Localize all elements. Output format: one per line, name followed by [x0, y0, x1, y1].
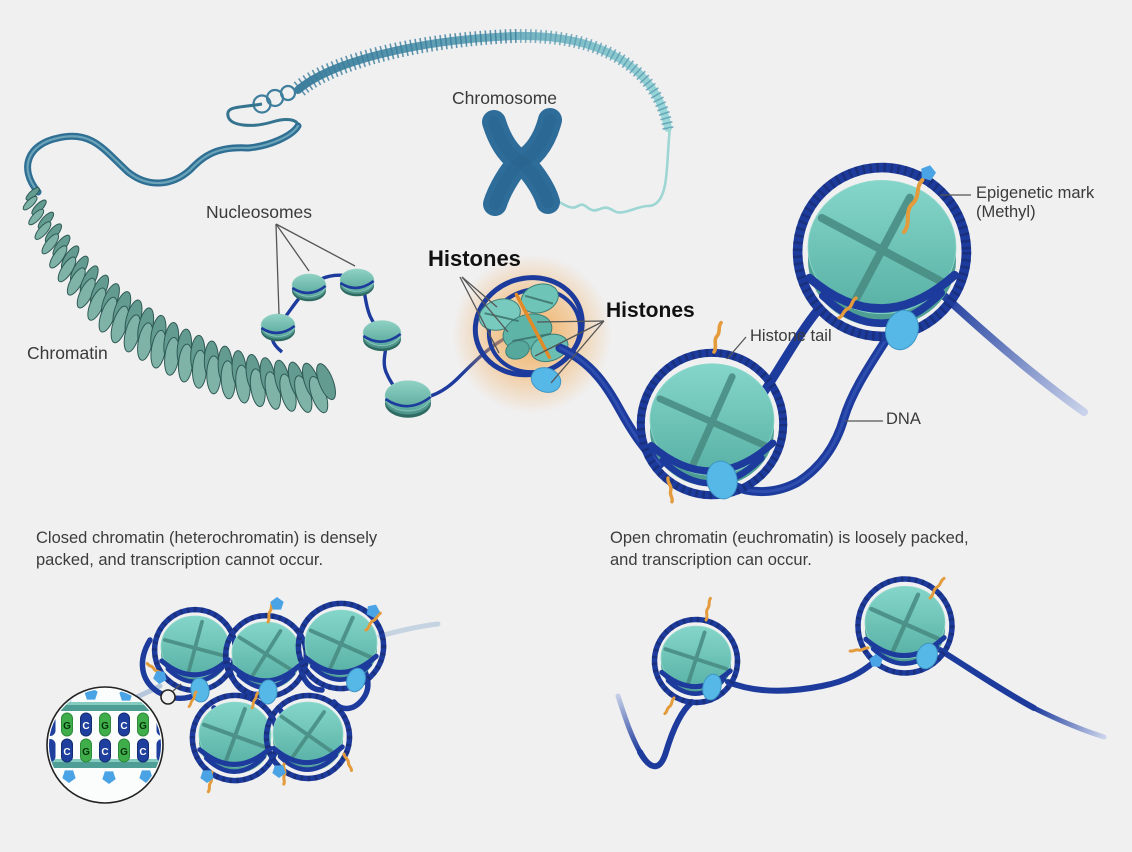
beads-on-string — [260, 268, 539, 418]
label-chromosome: Chromosome — [452, 88, 558, 108]
base-letter: G — [101, 721, 109, 732]
main-nucleosomes — [636, 162, 972, 500]
base-G — [137, 712, 149, 737]
nucleosome-bead — [384, 380, 432, 418]
base-letter: C — [63, 747, 70, 758]
dna-backbone-top — [49, 702, 161, 711]
chromatin-disc — [22, 195, 38, 211]
nucleosome-bead — [291, 273, 327, 302]
histone-tail — [364, 611, 382, 632]
histone-tail — [342, 752, 353, 772]
base-letter: G — [63, 721, 71, 732]
histone-tail — [704, 596, 712, 622]
fading-dna-tail — [938, 290, 1088, 416]
linker-protein-blob — [885, 309, 919, 351]
histone-tails — [145, 177, 946, 794]
open-chromatin-pair — [615, 576, 1107, 770]
nucleosome-bead — [260, 313, 296, 342]
histone-tail — [187, 690, 198, 708]
linker-protein-blob — [916, 642, 938, 670]
dna-hairpin-loop — [226, 102, 300, 127]
main-dna-rope — [555, 290, 1088, 497]
label-histone-tail: Histone tail — [750, 327, 832, 345]
caption-open-chromatin: Open chromatin (euchromatin) is loosely … — [610, 529, 969, 569]
nucleosome-bead — [362, 320, 402, 352]
base-letter: C — [82, 721, 89, 732]
histone-tail — [282, 762, 287, 786]
base-G — [99, 712, 111, 737]
label-dna: DNA — [886, 410, 921, 428]
chromatin-disc — [316, 363, 336, 401]
histone-tail — [666, 476, 674, 504]
linker-protein-blob — [530, 367, 562, 393]
nucleosome — [636, 348, 788, 500]
base-G — [80, 738, 92, 763]
label-chromatin: Chromatin — [27, 343, 108, 363]
histone-complex — [452, 254, 612, 414]
nucleosome — [651, 616, 741, 706]
base-letter: G — [82, 747, 90, 758]
histone-tail — [663, 696, 676, 716]
nucleosome — [792, 162, 972, 351]
methyl-mark-icon — [270, 597, 284, 610]
pointer-lines — [172, 194, 971, 692]
unwound-dna-strand — [555, 127, 672, 214]
linker-protein-blob — [702, 673, 722, 701]
label-epigenetic-mark-line2: (Methyl) — [976, 203, 1036, 221]
nucleosome — [295, 600, 387, 693]
histone-core-axis — [514, 292, 552, 360]
base-G — [118, 738, 130, 763]
base-C — [80, 712, 92, 737]
label-nucleosomes: Nucleosomes — [206, 202, 313, 222]
nucleosome — [855, 576, 955, 676]
dna-backbone-bottom — [49, 759, 161, 768]
nucleosome — [263, 692, 353, 782]
linker-protein-blob — [706, 460, 738, 500]
label-histones-left: Histones — [428, 246, 521, 271]
nucleosome — [222, 612, 310, 705]
caption-closed-chromatin: Closed chromatin (heterochromatin) is de… — [36, 529, 378, 569]
base-C — [137, 738, 149, 763]
base-G — [61, 712, 73, 737]
label-histones-right: Histones — [606, 299, 695, 322]
base-C — [118, 712, 130, 737]
chromatin-fiber — [22, 187, 336, 414]
histone-tail — [901, 177, 925, 235]
histone-tail — [848, 646, 870, 653]
nucleosome — [151, 606, 239, 703]
linker-protein-blob — [258, 679, 278, 705]
chromatin-disc — [49, 245, 68, 269]
dna-packaging-top — [24, 28, 674, 216]
base-letter: C — [120, 721, 127, 732]
histone-tail — [928, 576, 946, 600]
base-C — [61, 738, 73, 763]
chromosome-shape — [482, 108, 562, 216]
chromatin-disc — [28, 208, 45, 226]
label-epigenetic-mark-line1: Epigenetic mark — [976, 184, 1095, 202]
base-letter: G — [120, 747, 128, 758]
chromatin-disc — [41, 233, 60, 255]
label-epigenetic-mark: Epigenetic mark (Methyl) — [976, 184, 1094, 222]
histone-tail — [250, 691, 260, 710]
closed-chromatin-cluster — [117, 600, 441, 784]
nucleosome-bead — [339, 268, 375, 297]
base-letter: C — [101, 747, 108, 758]
histone-tail — [837, 296, 858, 320]
linker-protein-blob — [346, 667, 366, 693]
magnifier-handle-circle — [160, 689, 176, 705]
histone-tail — [712, 320, 723, 354]
base-C — [99, 738, 111, 763]
base-letter: C — [139, 747, 146, 758]
base-letter: G — [139, 721, 147, 732]
chromatin-disc — [34, 221, 52, 240]
